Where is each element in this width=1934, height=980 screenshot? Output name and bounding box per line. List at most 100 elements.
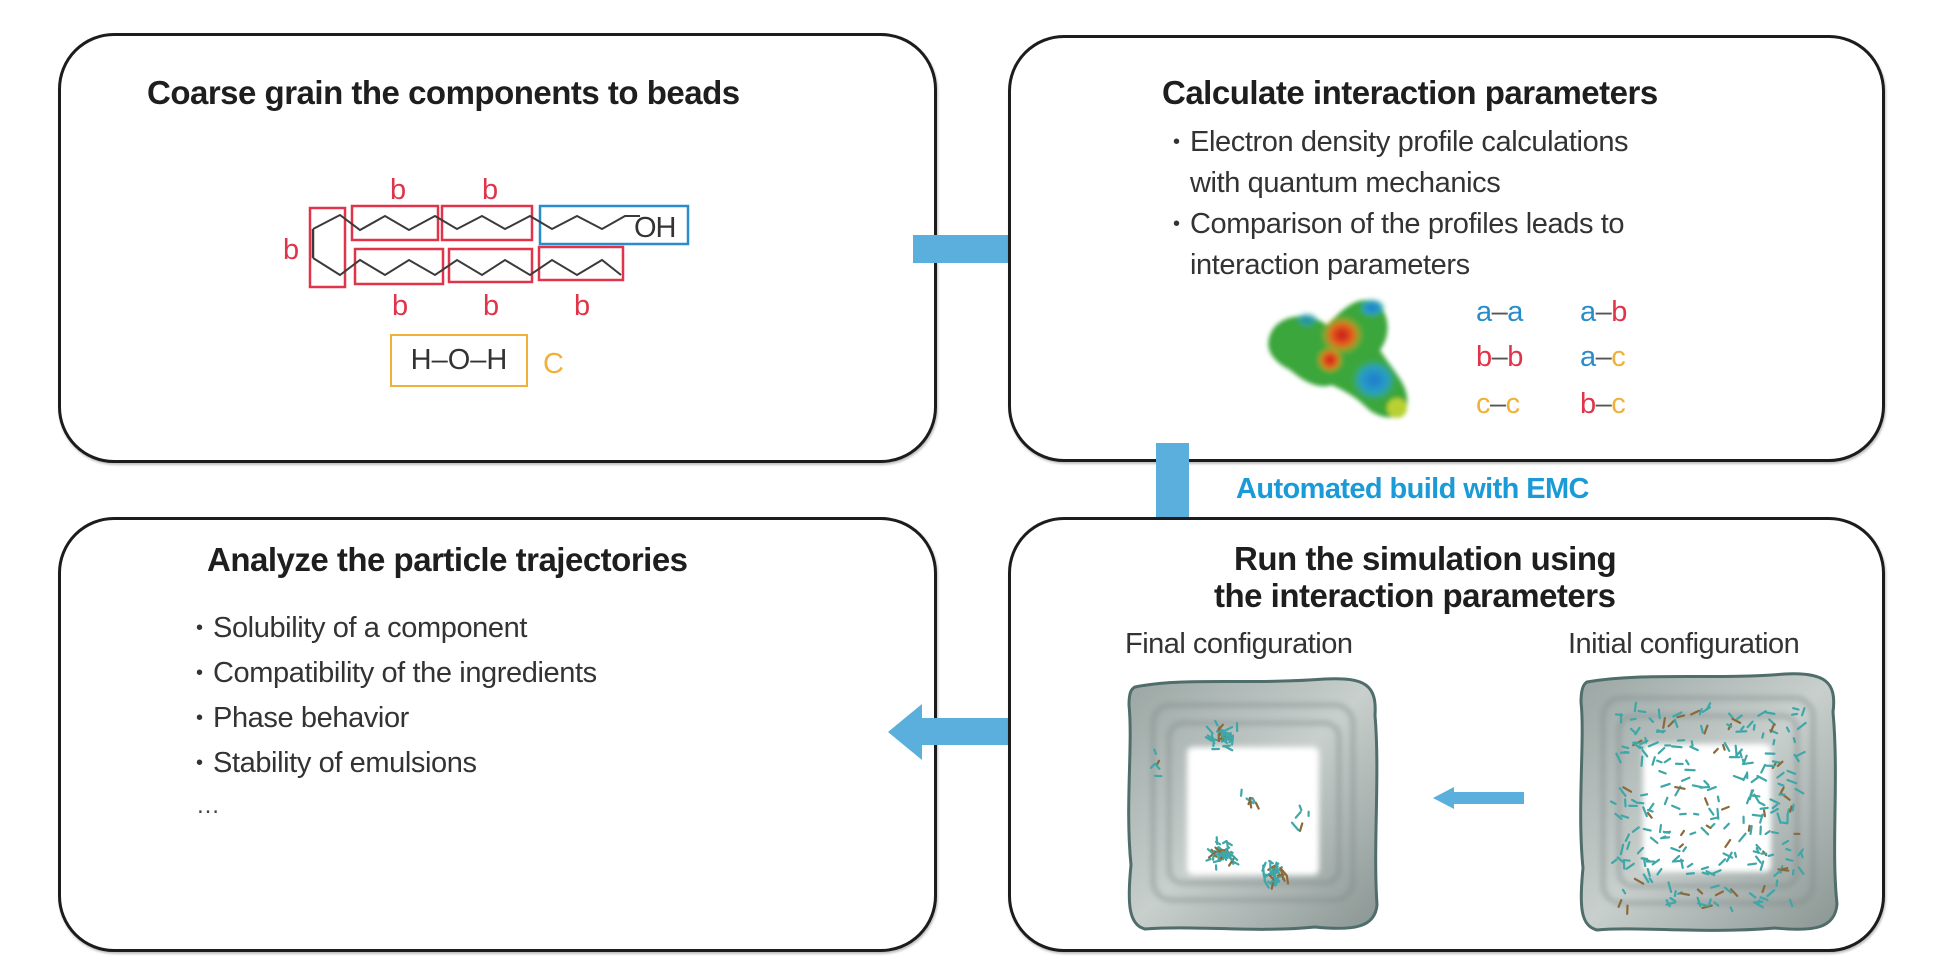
particle — [1622, 786, 1633, 793]
particle — [1642, 806, 1648, 818]
particle — [1692, 812, 1700, 816]
particle — [1624, 833, 1631, 843]
particle — [1648, 717, 1655, 723]
particle — [1621, 888, 1627, 895]
particle — [1721, 805, 1730, 811]
particle — [1759, 801, 1766, 807]
particle — [1149, 762, 1156, 769]
particle — [1648, 877, 1654, 884]
particle — [1279, 866, 1288, 877]
particle — [1760, 763, 1767, 774]
particle — [1748, 789, 1753, 801]
bead-label-b-bottom-2: b — [483, 290, 500, 322]
particle — [1747, 862, 1758, 866]
particle — [1633, 743, 1642, 750]
particle — [1707, 898, 1712, 907]
particle — [1690, 709, 1701, 716]
particle — [1771, 760, 1782, 764]
particle — [1206, 848, 1214, 855]
particle — [1770, 830, 1780, 835]
initial-configuration-label: Initial configuration — [1568, 628, 1800, 660]
particle — [1703, 779, 1710, 787]
particle — [1777, 782, 1785, 787]
panel-title-run-simulation-line2: the interaction parameters — [1214, 577, 1616, 614]
particle — [1752, 723, 1756, 731]
particle — [1734, 744, 1738, 757]
pair-b-b: b–b — [1476, 341, 1523, 373]
particle — [1736, 714, 1743, 721]
particle — [1656, 759, 1663, 764]
particle — [1765, 711, 1776, 715]
particle — [1673, 890, 1677, 898]
particle — [1212, 859, 1222, 864]
final-particle-clusters — [1149, 719, 1310, 890]
bead-box-a-hydroxyl — [538, 204, 690, 246]
particle — [1660, 782, 1671, 788]
particle — [1663, 757, 1672, 764]
particle — [1786, 778, 1798, 785]
particle — [1689, 831, 1697, 836]
particle — [1682, 846, 1688, 853]
particle — [1220, 732, 1232, 737]
particle — [1755, 855, 1762, 864]
final-configuration-render — [1127, 677, 1379, 931]
particle — [1757, 899, 1761, 907]
particle — [1710, 869, 1722, 876]
particle — [1622, 858, 1631, 862]
particle — [1700, 826, 1710, 836]
particle — [1641, 856, 1651, 863]
particle — [1709, 816, 1719, 821]
particle — [1723, 741, 1731, 752]
bead-label-b-top-2: b — [482, 174, 499, 206]
particle — [1217, 852, 1224, 857]
bullet-item: •Stability of emulsions — [196, 741, 597, 786]
particle — [1210, 733, 1216, 745]
particle — [1699, 724, 1704, 734]
particle — [1633, 701, 1638, 713]
particle — [1270, 865, 1275, 874]
particle — [1240, 788, 1243, 797]
bottom-carbon-chain — [312, 257, 622, 277]
particle — [1735, 748, 1743, 757]
particle — [1728, 712, 1734, 719]
particle — [1636, 846, 1645, 855]
pair-c-c: c–c — [1476, 388, 1520, 420]
particle — [1792, 737, 1797, 744]
bead-box-b-bottom-2 — [447, 247, 534, 284]
particle — [1698, 707, 1703, 716]
particle — [1646, 808, 1654, 813]
particle — [1708, 807, 1715, 816]
particle — [1689, 745, 1699, 752]
particle — [1211, 852, 1218, 858]
particle — [1775, 879, 1779, 887]
particle — [1214, 719, 1219, 727]
panel-title-coarse-grain: Coarse grain the components to beads — [147, 74, 740, 111]
particle — [1793, 753, 1800, 763]
particle — [1290, 821, 1300, 832]
particle — [1667, 881, 1673, 893]
bullet-item: •Solubility of a component — [196, 606, 597, 651]
particle — [1767, 853, 1775, 857]
particle — [1746, 720, 1754, 729]
particle — [1649, 836, 1659, 845]
particle — [1633, 877, 1645, 885]
panel-title-interaction-parameters: Calculate interaction parameters — [1162, 74, 1658, 111]
water-formula: H–O–H — [410, 344, 508, 376]
particle — [1785, 847, 1792, 852]
particle — [1685, 872, 1696, 875]
particle — [1647, 802, 1655, 812]
particle — [1663, 796, 1669, 806]
particle — [1214, 846, 1221, 854]
particle — [1797, 848, 1804, 857]
particle — [1722, 852, 1734, 859]
particle — [1673, 718, 1679, 729]
particle — [1773, 870, 1781, 878]
particle — [1792, 707, 1800, 711]
particle — [1723, 822, 1730, 830]
particle — [1740, 725, 1745, 731]
bullet-dot-icon: • — [196, 617, 203, 639]
particle — [1678, 843, 1684, 849]
particle — [1706, 785, 1717, 792]
particle — [1637, 801, 1645, 805]
